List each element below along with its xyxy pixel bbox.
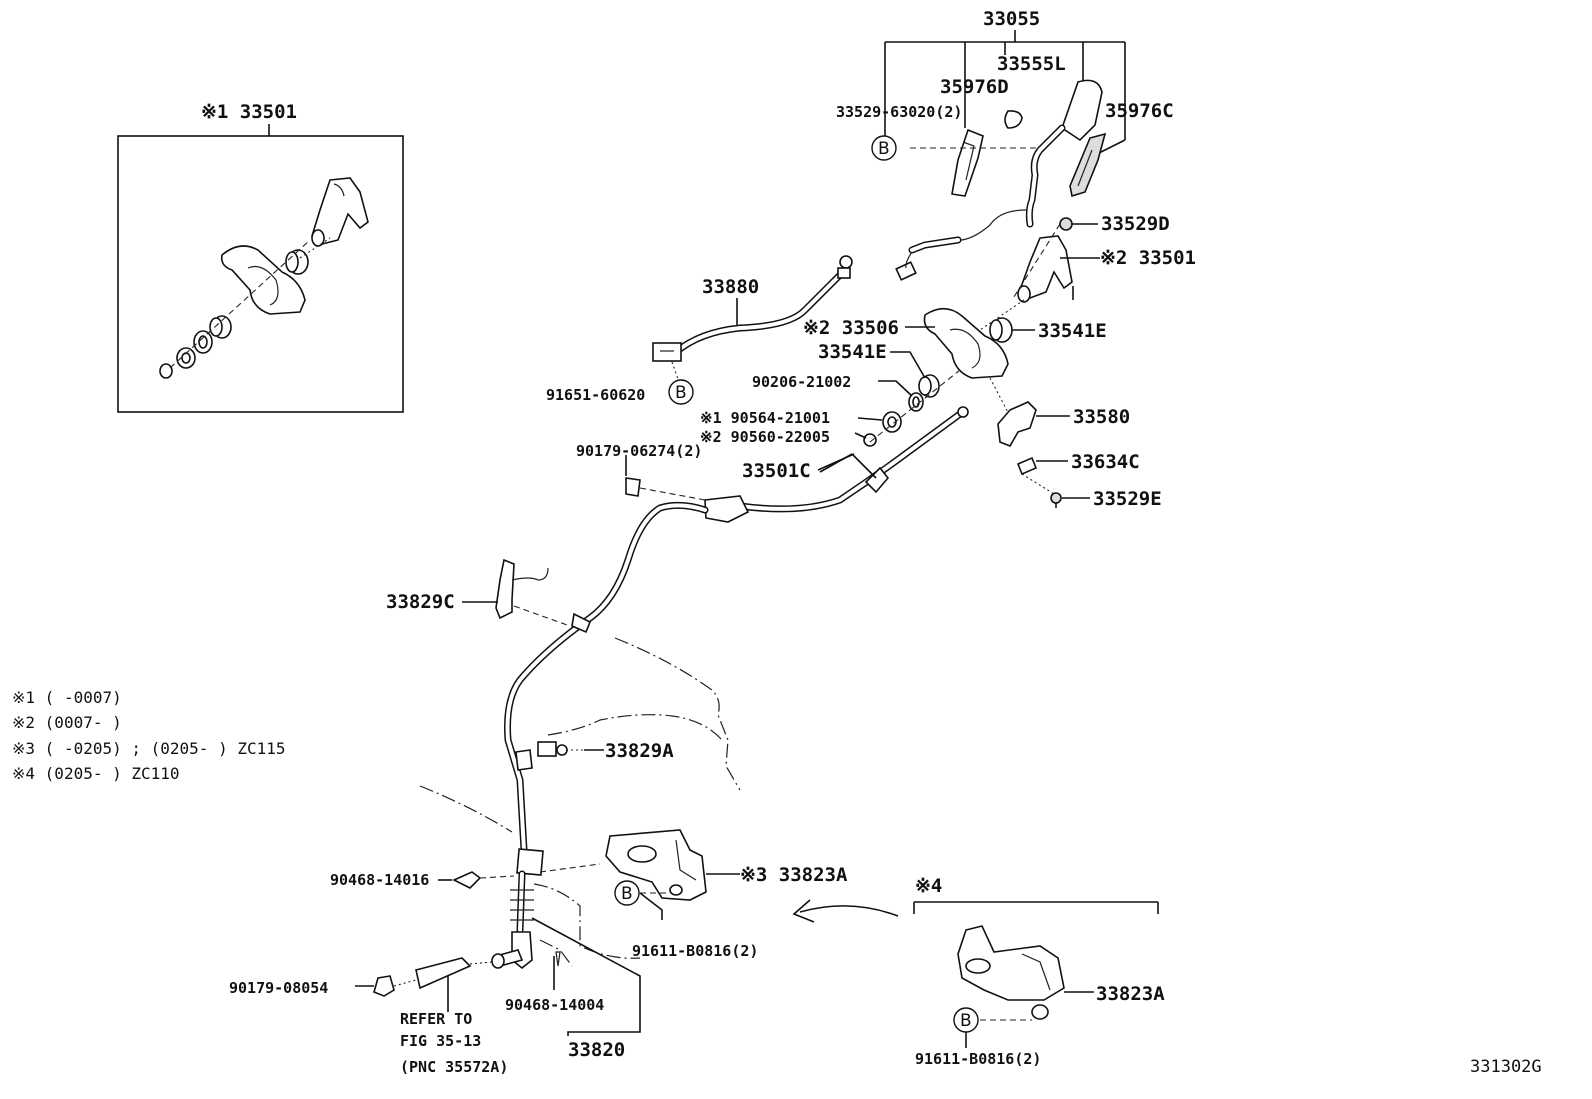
part-link: [415, 957, 472, 990]
part-33829c: 33829C: [386, 558, 571, 627]
label-33055: 33055: [983, 8, 1040, 30]
cable-clamp: [704, 495, 750, 523]
lever-33506: [923, 307, 1009, 379]
label-33823a-4: 33823A: [1096, 983, 1165, 1005]
note-1: ※1 ( -0007): [12, 688, 122, 707]
label-33580: 33580: [1073, 406, 1130, 428]
cover-35976d: [951, 128, 984, 197]
label-35976d: 35976D: [940, 76, 1009, 98]
label-33501-2: ※2 33501: [1100, 247, 1196, 269]
label-90560-22005: ※2 90560-22005: [700, 428, 830, 446]
label-refer-2: FIG 35-13: [400, 1032, 481, 1050]
cable-33880: 33880 B 91651-60620: [546, 255, 853, 405]
label-33541e-left: 33541E: [818, 341, 887, 363]
label-91611-b0816-a: 91611-B0816(2): [632, 942, 758, 960]
label-33529e: 33529E: [1093, 488, 1162, 510]
label-33529d: 33529D: [1101, 213, 1170, 235]
note-4: ※4 (0205- ) ZC110: [12, 764, 180, 783]
label-90564-21001: ※1 90564-21001: [700, 409, 830, 427]
chassis-outline: [419, 637, 741, 967]
marker-b-1: B: [878, 139, 890, 159]
cable-33880-end: [652, 342, 682, 362]
label-33506: ※2 33506: [803, 317, 899, 339]
label-33541e-right: 33541E: [1038, 320, 1107, 342]
inset-lever: [220, 245, 306, 315]
label-33501-1: ※1 33501: [201, 101, 297, 123]
bracket-33823a-4: ※4 B 33823A 91611-B0816(2): [792, 875, 1165, 1068]
part-33580: [997, 401, 1037, 448]
label-35976c: 35976C: [1105, 100, 1174, 122]
label-33555l: 33555L: [997, 53, 1066, 75]
note-2: ※2 (0007- ): [12, 713, 122, 732]
marker-b-2: B: [675, 383, 687, 403]
inset-bracket: [311, 177, 369, 245]
cable-33820: 90179-06274(2) 33501C: [491, 406, 969, 970]
label-33529-63020: 33529-63020(2): [836, 103, 962, 121]
inset-box: ※1 33501: [117, 101, 404, 413]
label-90468-14004: 90468-14004: [505, 996, 604, 1014]
part-33555l: [1004, 110, 1023, 129]
shift-knob: [1061, 79, 1103, 142]
diagram-code: 331302G: [1470, 1057, 1542, 1077]
label-refer-1: REFER TO: [400, 1010, 472, 1028]
marker-b-4: B: [960, 1011, 972, 1031]
label-33829a: 33829A: [605, 740, 674, 762]
footnotes: ※1 ( -0007) ※2 (0007- ) ※3 ( -0205) ; (0…: [12, 688, 286, 783]
label-note-4: ※4: [915, 875, 942, 897]
label-90206-21002: 90206-21002: [752, 373, 851, 391]
note-3: ※3 ( -0205) ; (0205- ) ZC115: [12, 739, 286, 758]
cover-35976c: [1069, 132, 1107, 198]
label-33823a-3: ※3 33823A: [740, 864, 848, 886]
clip-90468-14016: 90468-14016: [330, 871, 515, 889]
shift-mechanism: 33529D ※2 33501 ※2 33506 33541E 33541E 9…: [700, 213, 1196, 510]
label-33880: 33880: [702, 276, 759, 298]
label-33501c: 33501C: [742, 460, 811, 482]
label-33829c: 33829C: [386, 591, 455, 613]
label-90179-08054: 90179-08054: [229, 979, 328, 997]
marker-b-3: B: [621, 884, 633, 904]
label-33820: 33820: [568, 1039, 625, 1061]
label-refer-3: (PNC 35572A): [400, 1058, 508, 1076]
bracket-33823a-3: B ※3 33823A 91611-B0816(2): [539, 829, 848, 960]
label-90468-14016: 90468-14016: [330, 871, 429, 889]
part-33829a: 33829A: [537, 740, 674, 762]
label-90179-06274: 90179-06274(2): [576, 442, 702, 460]
lower-parts: 90179-08054 REFER TO FIG 35-13 (PNC 3557…: [229, 917, 641, 1076]
label-91651-60620: 91651-60620: [546, 386, 645, 404]
label-33634c: 33634C: [1071, 451, 1140, 473]
bracket-33501: [1019, 235, 1073, 299]
label-91611-b0816-b: 91611-B0816(2): [915, 1050, 1041, 1068]
shift-lever-assembly: B 33055 33555L 35976D 33529-63020(2) 359…: [836, 8, 1174, 281]
